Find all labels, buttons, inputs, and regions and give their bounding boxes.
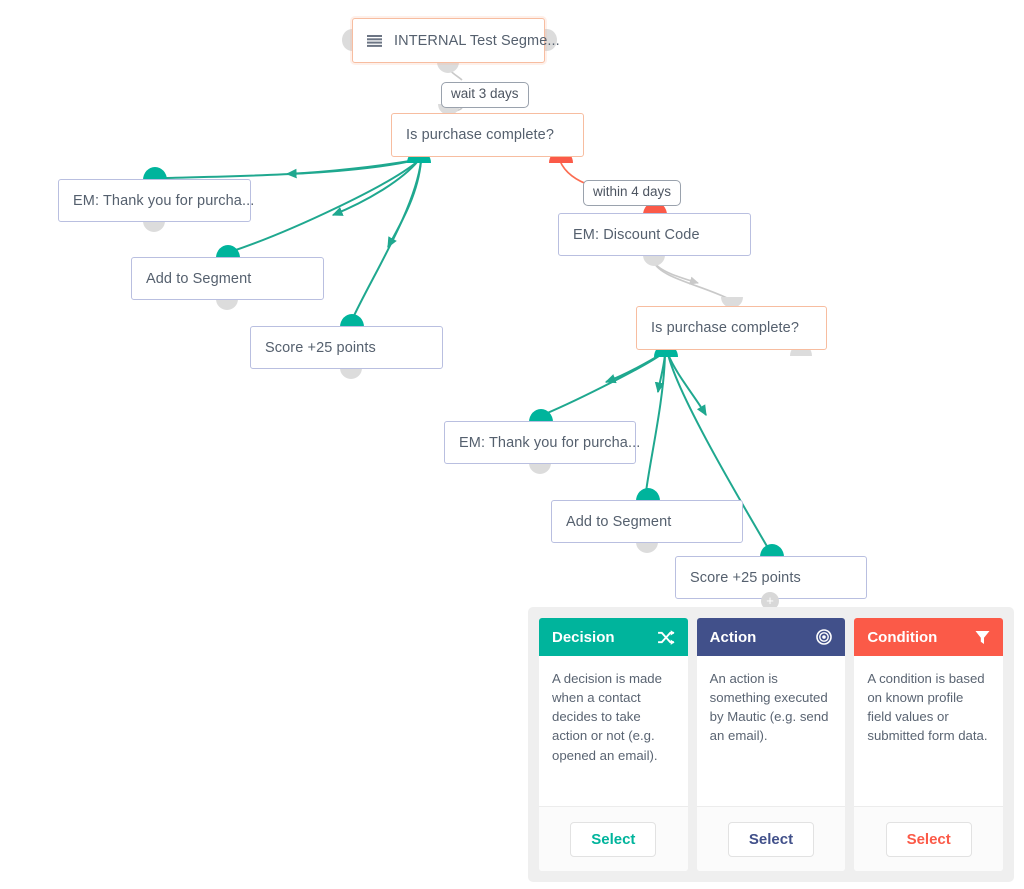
node-email-thankyou-1-label: EM: Thank you for purcha... xyxy=(73,192,255,209)
palette-card-decision-description: A decision is made when a contact decide… xyxy=(539,656,688,807)
palette-card-condition[interactable]: Condition A condition is based on known … xyxy=(854,618,1004,871)
node-decision-2[interactable]: Is purchase complete? xyxy=(636,306,827,350)
node-add-to-segment-2[interactable]: Add to Segment xyxy=(551,500,743,543)
node-email-thankyou-2[interactable]: EM: Thank you for purcha... xyxy=(444,421,640,464)
endpoint-discount-bottom[interactable] xyxy=(643,255,665,266)
endpoint-decision2-top[interactable] xyxy=(721,297,743,308)
palette-card-condition-header: Condition xyxy=(854,618,1004,656)
palette-card-decision-header: Decision xyxy=(539,618,688,656)
select-decision-button[interactable]: Select xyxy=(570,821,657,857)
node-score-points-1[interactable]: Score +25 points xyxy=(250,326,443,369)
palette-card-condition-footer: Select xyxy=(854,807,1004,871)
palette-card-decision-title: Decision xyxy=(552,628,615,646)
endpoint-source-bottom[interactable] xyxy=(437,62,459,73)
endpoint-score1-bottom[interactable] xyxy=(340,368,362,379)
endpoint-segment1-bottom[interactable] xyxy=(216,299,238,310)
node-decision-2-label: Is purchase complete? xyxy=(651,320,799,336)
node-add-to-segment-1[interactable]: Add to Segment xyxy=(131,257,324,300)
select-action-button[interactable]: Select xyxy=(727,821,815,857)
node-email-thankyou-1[interactable]: EM: Thank you for purcha... xyxy=(58,179,255,222)
bullseye-icon xyxy=(816,629,833,645)
palette-card-condition-description: A condition is based on known profile fi… xyxy=(854,656,1004,807)
filter-icon xyxy=(975,630,990,645)
palette-card-action-header: Action xyxy=(696,618,846,656)
palette-card-action-title: Action xyxy=(709,628,757,646)
select-condition-button[interactable]: Select xyxy=(885,821,972,857)
endpoint-email1-bottom[interactable] xyxy=(143,221,165,232)
node-source-segment[interactable]: INTERNAL Test Segme... xyxy=(352,18,560,63)
shuffle-icon xyxy=(657,629,675,645)
edge-label-within-4-days[interactable]: within 4 days xyxy=(583,180,682,206)
endpoint-email1-top[interactable] xyxy=(143,167,167,180)
edge-label-wait-3-days[interactable]: wait 3 days xyxy=(441,82,529,108)
node-decision-1[interactable]: Is purchase complete? xyxy=(391,113,584,157)
add-event-button[interactable]: + xyxy=(761,592,779,610)
endpoint-segment2-bottom[interactable] xyxy=(636,542,658,553)
palette-card-condition-title: Condition xyxy=(867,628,938,646)
node-email-discount-label: EM: Discount Code xyxy=(573,226,700,243)
node-source-label: INTERNAL Test Segme... xyxy=(394,32,560,49)
node-score-points-2-label: Score +25 points xyxy=(690,569,801,586)
palette-card-decision[interactable]: Decision A decision is made when a conta… xyxy=(539,618,688,871)
event-type-palette: Decision A decision is made when a conta… xyxy=(528,607,1014,882)
node-score-points-2[interactable]: Score +25 points xyxy=(675,556,867,599)
palette-card-action-description: An action is something executed by Mauti… xyxy=(696,656,846,807)
node-decision-1-label: Is purchase complete? xyxy=(406,127,554,143)
palette-card-action[interactable]: Action An action is something executed b… xyxy=(696,618,846,871)
node-email-discount[interactable]: EM: Discount Code xyxy=(558,213,751,256)
node-add-to-segment-2-label: Add to Segment xyxy=(566,513,672,530)
node-score-points-1-label: Score +25 points xyxy=(265,339,376,356)
list-icon xyxy=(367,34,382,47)
palette-card-action-footer: Select xyxy=(696,807,846,871)
node-email-thankyou-2-label: EM: Thank you for purcha... xyxy=(459,434,641,451)
node-add-to-segment-1-label: Add to Segment xyxy=(146,270,252,287)
palette-card-decision-footer: Select xyxy=(539,807,688,871)
endpoint-email2-bottom[interactable] xyxy=(529,463,551,474)
